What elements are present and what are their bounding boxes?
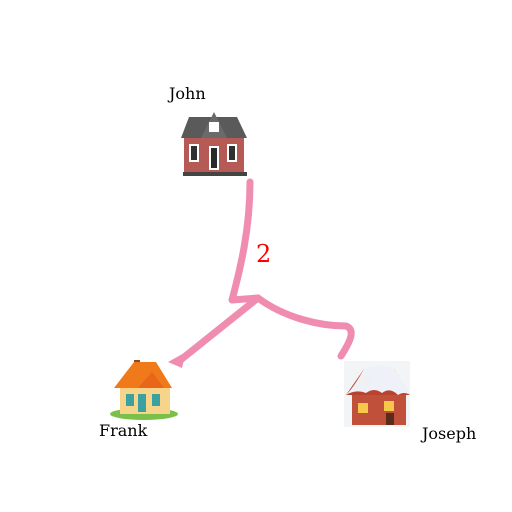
path-junction-to-frank: [174, 294, 262, 366]
arrowhead-frank: [168, 352, 186, 368]
snowy-house-icon: [344, 361, 410, 427]
house-label-john: John: [167, 84, 206, 103]
route-count-label: 2: [256, 240, 271, 268]
house-label-joseph: Joseph: [420, 424, 476, 443]
house-label-frank: Frank: [99, 421, 148, 440]
path-junction-to-joseph: [254, 294, 355, 360]
brick-house-icon: [181, 112, 247, 176]
orange-roof-house-icon: [110, 360, 178, 420]
path-john-to-junction: [228, 178, 262, 304]
route-paths: [168, 178, 355, 368]
